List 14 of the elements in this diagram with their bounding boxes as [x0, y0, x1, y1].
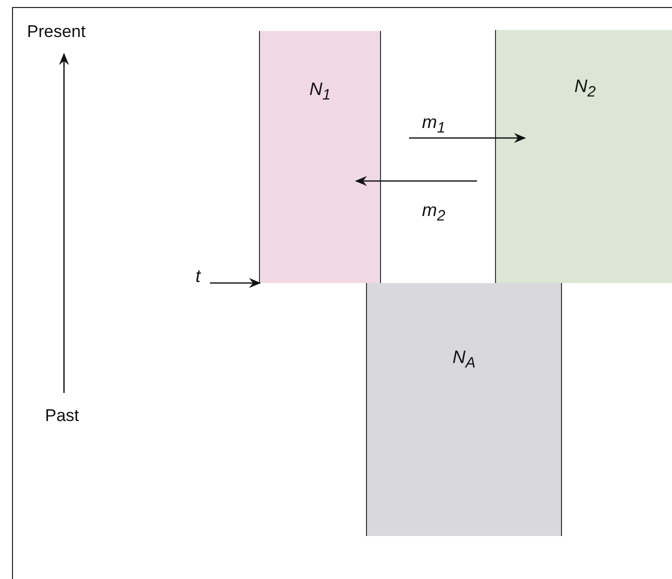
population-size-label: N$_{1}$ [309, 79, 331, 104]
time-label: t [195, 266, 200, 287]
population-size-label: N$_{2}$ [574, 76, 596, 101]
population-box [259, 31, 381, 283]
migration-arrow [355, 176, 477, 186]
edge-label: m$_{1}$ [422, 112, 446, 137]
edge-label: m$_{2}$ [422, 200, 446, 225]
population-box [366, 283, 562, 536]
migration-arrow [409, 133, 526, 143]
axis-label: Past [45, 406, 80, 426]
population-box [495, 30, 672, 283]
axis-label: Present [27, 22, 86, 42]
population-size-label: N$_{A}$ [452, 347, 476, 372]
arrow [210, 278, 261, 288]
